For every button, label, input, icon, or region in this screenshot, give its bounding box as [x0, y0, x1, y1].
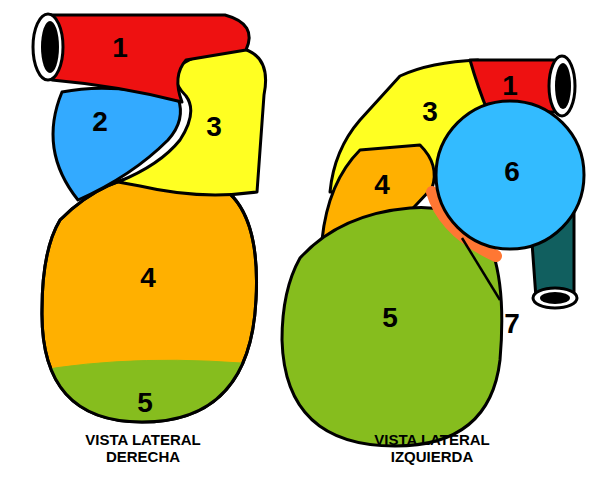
callout-number: 4	[374, 171, 390, 199]
atrium-region	[436, 101, 584, 249]
callout-number: 3	[422, 98, 438, 126]
vessel-opening	[540, 292, 570, 304]
vessel-opening	[549, 56, 575, 116]
callout-number: 1	[502, 72, 518, 100]
callout-number: 1	[112, 34, 128, 62]
callout-number: 2	[92, 108, 108, 136]
truncus-region	[50, 15, 249, 102]
callout-number: 7	[504, 310, 520, 338]
callout-number: 6	[504, 158, 520, 186]
vessel-opening	[555, 63, 571, 109]
vessel-opening	[41, 21, 59, 73]
vessel-opening	[33, 14, 63, 80]
view-caption: VISTA LATERAL DERECHA	[56, 431, 231, 466]
callout-number: 5	[382, 304, 398, 332]
view-caption: VISTA LATERAL IZQUIERDA	[345, 431, 520, 466]
callout-number: 5	[137, 389, 153, 417]
atrium-region	[53, 88, 180, 200]
vessel-opening	[533, 288, 577, 308]
callout-number: 3	[206, 113, 222, 141]
callout-number: 4	[140, 264, 156, 292]
leader-line	[462, 238, 500, 300]
